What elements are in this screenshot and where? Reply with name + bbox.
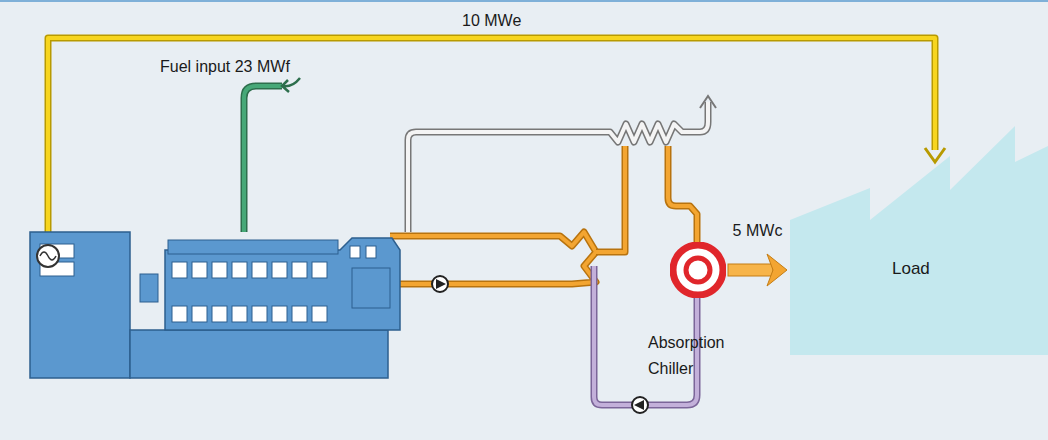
cylinder <box>252 306 267 322</box>
edge-label: 5 MWc <box>733 218 783 244</box>
cylinder <box>312 306 327 322</box>
pump-symbol <box>634 400 644 410</box>
power-line <box>48 38 935 244</box>
load-node: Load <box>780 100 1048 360</box>
chiller-ring <box>686 258 710 282</box>
cooling-arrow <box>728 254 787 286</box>
cylinder-head <box>168 240 338 254</box>
cylinder <box>272 262 287 278</box>
exhaust-arrowhead <box>700 96 716 108</box>
chiller-ring <box>673 245 723 295</box>
load-label: Load <box>892 256 930 282</box>
engine-water-loop <box>390 232 596 284</box>
cylinder <box>272 306 287 322</box>
arrowhead <box>767 254 787 286</box>
turbo <box>350 246 360 258</box>
pump-symbol <box>436 279 446 289</box>
cylinder <box>312 262 327 278</box>
cylinder <box>212 306 227 322</box>
coupling <box>140 274 158 302</box>
exhaust-pipe <box>408 102 708 232</box>
chiller-symbol <box>670 242 726 298</box>
fuel-pipe <box>244 86 282 232</box>
engine-water-loop <box>390 232 596 284</box>
cylinder <box>252 262 267 278</box>
exhaust-pipe <box>408 102 708 232</box>
engine-end <box>352 268 390 308</box>
cylinder <box>292 306 307 322</box>
fuel-label: Fuel input 23 MWf <box>160 54 290 80</box>
power-arrowhead <box>925 148 945 162</box>
hot-water-to-chiller <box>668 146 697 244</box>
engine-base <box>130 330 388 378</box>
factory-shape <box>780 100 1048 360</box>
fuel-arrow <box>282 78 300 92</box>
fuel-pipe <box>244 86 282 232</box>
power-label: 10 MWe <box>462 8 521 34</box>
chiller-label: Absorption Chiller <box>648 330 752 382</box>
hot-water-to-chiller <box>668 146 697 244</box>
cylinder <box>172 262 187 278</box>
pump-symbol <box>632 397 648 413</box>
cylinder <box>232 262 247 278</box>
turbo <box>366 246 376 258</box>
cylinder <box>292 262 307 278</box>
power-line <box>48 38 935 244</box>
cylinder <box>212 262 227 278</box>
cylinder <box>192 306 207 322</box>
generator-symbol <box>37 245 59 267</box>
cylinder <box>232 306 247 322</box>
pump-symbol <box>432 276 448 292</box>
factory-outline <box>790 126 1048 355</box>
hot-water-riser <box>596 146 625 252</box>
arrow-shaft <box>728 264 773 276</box>
cylinder <box>192 262 207 278</box>
generator-symbol <box>40 252 56 260</box>
cylinder <box>172 306 187 322</box>
engine-block <box>165 238 400 330</box>
generator-housing <box>30 232 130 378</box>
hot-water-riser <box>596 146 625 252</box>
chiller-node: Absorption Chiller <box>640 238 760 398</box>
